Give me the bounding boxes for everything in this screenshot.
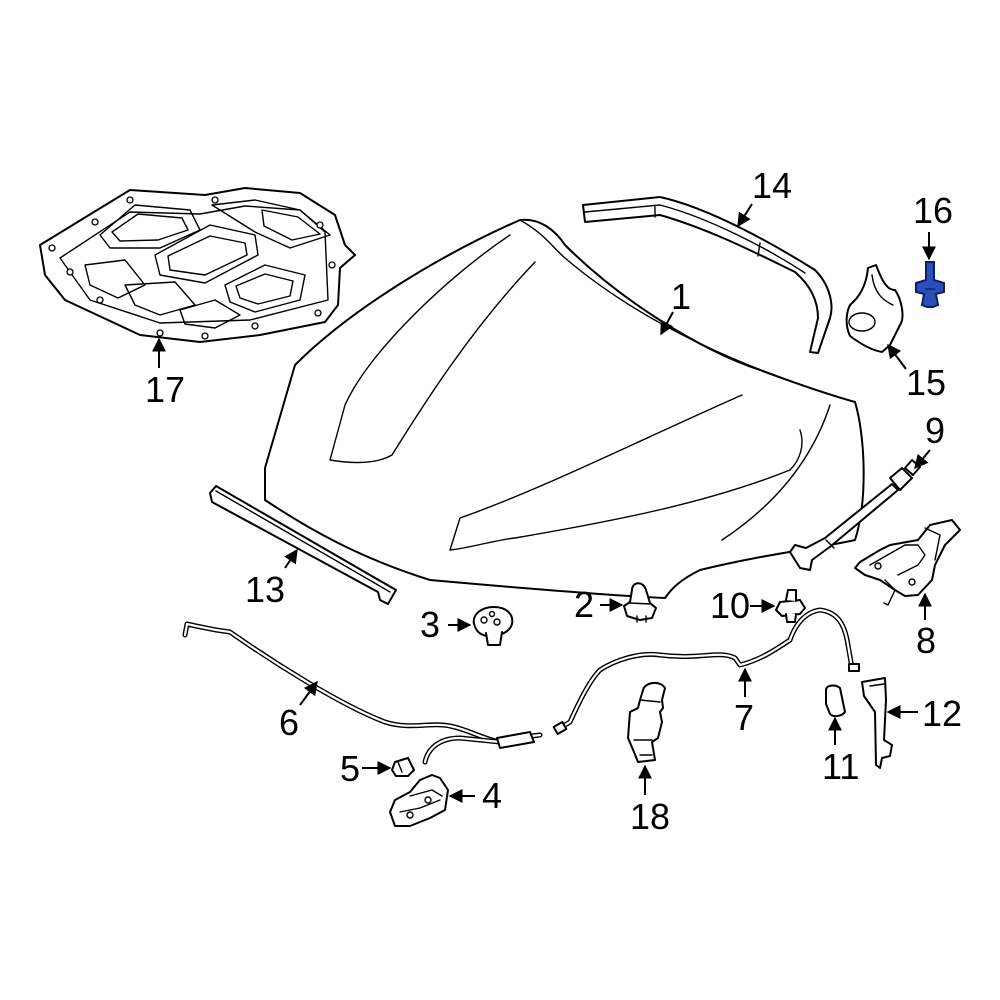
- callout-17: 17: [145, 369, 185, 410]
- callout-12: 12: [922, 693, 962, 734]
- callout-4: 4: [482, 775, 502, 816]
- part-6-release-cable[interactable]: [182, 621, 543, 765]
- callout-14: 14: [752, 165, 792, 206]
- leader-6: [299, 680, 318, 706]
- part-14-hood-seal[interactable]: [582, 196, 833, 354]
- leader-9: [914, 449, 931, 470]
- part-11-cap[interactable]: [825, 684, 846, 718]
- callout-16: 16: [913, 190, 953, 231]
- callout-5: 5: [340, 748, 360, 789]
- callout-leaders: [152, 203, 936, 803]
- part-2-buffer[interactable]: [623, 582, 657, 623]
- callout-8: 8: [916, 620, 936, 661]
- part-15-bracket[interactable]: [845, 264, 904, 353]
- callout-2: 2: [574, 584, 594, 625]
- part-3-bumper[interactable]: [472, 606, 514, 646]
- callout-1: 1: [671, 276, 691, 317]
- leader-15: [887, 343, 907, 370]
- callout-9: 9: [925, 410, 945, 451]
- part-13-front-seal[interactable]: [209, 485, 397, 605]
- part-7-release-cable[interactable]: [552, 607, 860, 735]
- callout-10: 10: [710, 585, 750, 626]
- part-12-side-seal[interactable]: [861, 677, 893, 769]
- part-18-latch-switch[interactable]: [627, 682, 666, 763]
- callout-13: 13: [245, 569, 285, 610]
- leader-14: [737, 203, 753, 228]
- part-17-hood-insulator[interactable]: [39, 187, 356, 343]
- leader-1: [660, 311, 674, 336]
- part-1-hood-panel[interactable]: [264, 218, 865, 599]
- leader-13: [284, 548, 298, 569]
- callout-3: 3: [420, 604, 440, 645]
- callout-6: 6: [279, 702, 299, 743]
- part-16-clip[interactable]: [915, 261, 945, 308]
- callout-18: 18: [630, 796, 670, 837]
- part-8-hinge[interactable]: [854, 519, 961, 606]
- callout-7: 7: [734, 697, 754, 738]
- callout-15: 15: [906, 362, 946, 403]
- part-9-lift-support[interactable]: [789, 459, 921, 571]
- callout-11: 11: [822, 746, 859, 787]
- callout-labels: 1 2 3 4 5 6 7 8 9 10 11 12 13 14 15 16 1…: [145, 165, 962, 837]
- part-4-hood-latch[interactable]: [389, 774, 449, 827]
- part-10-adjuster[interactable]: [775, 589, 806, 623]
- part-5-clip[interactable]: [391, 757, 415, 777]
